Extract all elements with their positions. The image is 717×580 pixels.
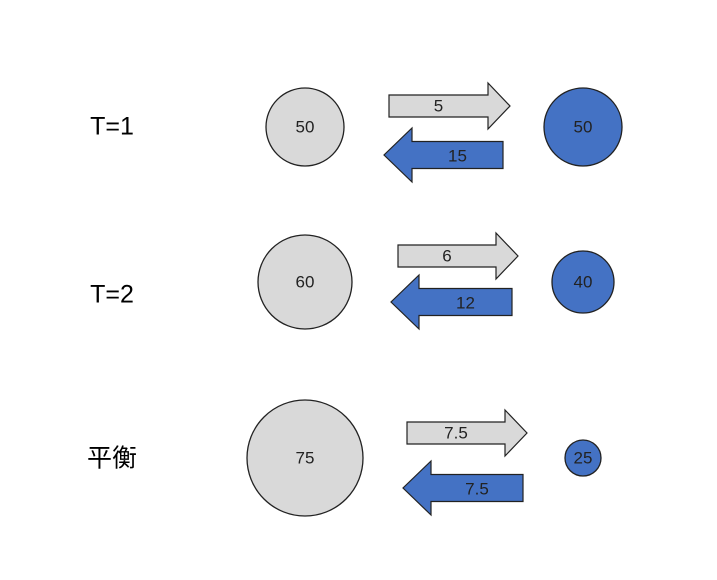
backward-flow-value: 15 [448, 146, 467, 165]
right-circle-value: 50 [574, 117, 593, 136]
row-label: T=2 [90, 281, 134, 309]
row-label: T=1 [90, 113, 134, 141]
backward-flow-value: 12 [456, 293, 475, 312]
row-2: T=2 60 40 6 12 [90, 231, 615, 331]
forward-arrow [388, 81, 511, 131]
forward-flow-value: 7.5 [444, 423, 468, 442]
left-circle-value: 60 [296, 272, 315, 291]
forward-arrow [397, 231, 519, 281]
backward-flow-value: 7.5 [465, 479, 489, 498]
right-circle [543, 87, 623, 167]
backward-arrow [402, 459, 524, 517]
right-circle-value: 40 [574, 272, 593, 291]
left-circle [265, 87, 345, 167]
right-circle [551, 250, 615, 314]
right-circle [564, 439, 602, 477]
forward-flow-value: 5 [434, 96, 443, 115]
left-circle-value: 50 [296, 117, 315, 136]
forward-arrow [406, 408, 528, 458]
row-3: 平衡 75 25 7.5 7.5 [87, 399, 602, 517]
backward-arrow [383, 126, 504, 184]
left-circle [257, 234, 353, 330]
right-circle-value: 25 [574, 448, 593, 467]
forward-flow-value: 6 [442, 246, 451, 265]
left-circle-value: 75 [296, 448, 315, 467]
backward-arrow [390, 273, 513, 331]
row-1: T=1 50 50 5 15 [90, 81, 623, 184]
left-circle [246, 399, 364, 517]
row-label: 平衡 [87, 445, 137, 473]
